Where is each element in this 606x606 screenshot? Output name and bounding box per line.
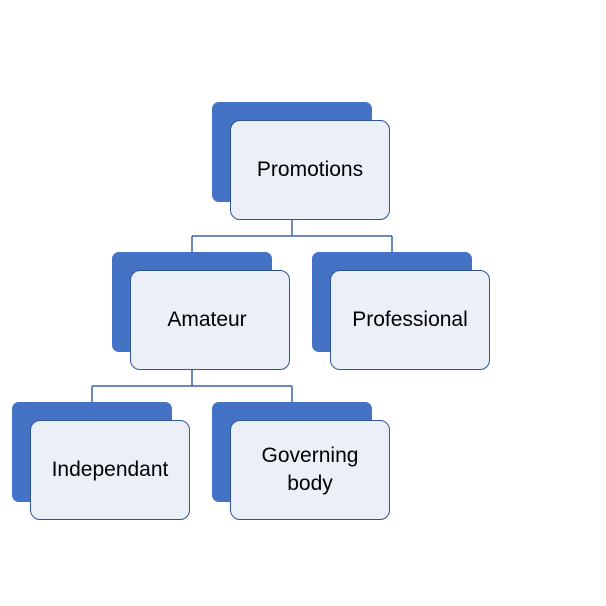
node-label-box: Governing body: [230, 420, 390, 520]
node-governing-body: Governing body: [212, 402, 392, 522]
node-label-box: Amateur: [130, 270, 290, 370]
node-amateur: Amateur: [112, 252, 292, 372]
node-label-box: Professional: [330, 270, 490, 370]
node-label-box: Promotions: [230, 120, 390, 220]
node-professional: Professional: [312, 252, 492, 372]
node-label-box: Independant: [30, 420, 190, 520]
node-label-promotions: Promotions: [256, 158, 364, 181]
node-promotions: Promotions: [212, 102, 392, 222]
node-label-professional: Professional: [352, 308, 468, 331]
node-independant: Independant: [12, 402, 192, 522]
node-label-independant: Independant: [51, 458, 169, 481]
node-label-governing-body: Governing body: [261, 444, 359, 495]
node-label-amateur: Amateur: [167, 308, 247, 331]
